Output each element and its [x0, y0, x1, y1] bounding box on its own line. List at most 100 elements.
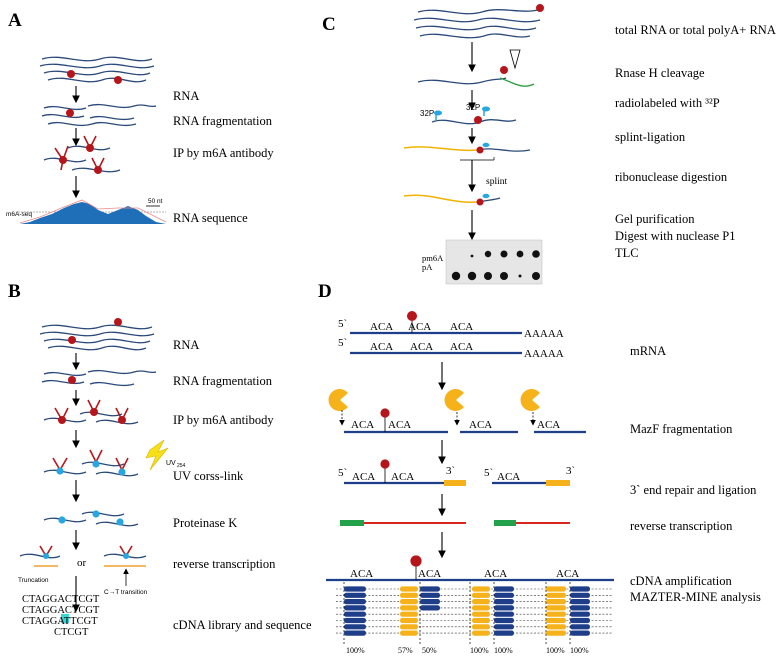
step-label: Proteinase K	[173, 516, 237, 530]
aca-label: ACA	[351, 419, 374, 431]
p32-label-a: 32P	[420, 109, 434, 118]
aca-label: ACA	[370, 321, 393, 333]
percent-labels: 100% 57% 50% 100% 100% 100% 100%	[346, 646, 589, 655]
panel-a-letter: A	[8, 10, 22, 31]
panel-c-rna-lines	[413, 4, 544, 39]
step-label: Digest with nuclease P1	[615, 229, 735, 243]
panel-b-proteinase	[43, 510, 139, 527]
step-label: total RNA or total polyA+ RNA	[615, 23, 776, 37]
panel-b-letter: B	[8, 281, 21, 302]
aca-label: ACA	[350, 568, 373, 580]
panel-b-rna-lines	[39, 318, 155, 351]
uv-bolt-icon	[145, 439, 169, 471]
seq-line: CTAGGATTCGT	[22, 616, 98, 627]
cdna-amplification: ACA ACA ACA ACA	[326, 555, 614, 582]
aca-label: ACA	[469, 419, 492, 431]
end-repair-ligation: 5` ACA ACA 3` 5` ACA 3`	[338, 459, 575, 486]
three-prime-label: 3`	[566, 465, 575, 477]
splint-label: splint	[486, 177, 507, 187]
step-label: reverse transcription	[173, 557, 276, 571]
transition-label: C→T transition	[104, 589, 148, 596]
peak-track: 50 nt m6A-seq	[6, 198, 167, 224]
percent-label: 100%	[570, 646, 589, 655]
aca-label: ACA	[450, 341, 473, 353]
tlc-plate: pm6A pA	[422, 239, 543, 285]
scale-label: 50 nt	[148, 198, 163, 205]
uv-sub: 254	[177, 463, 186, 469]
step-label: UV corss-link	[173, 469, 244, 483]
or-label: or	[77, 557, 87, 569]
polya-label: AAAAA	[524, 328, 564, 340]
tlc-pa-label: pA	[422, 262, 433, 272]
uv-label: UV	[166, 460, 176, 467]
polya-label: AAAAA	[524, 348, 564, 360]
panel-c-labeled: 32P 32P	[420, 103, 517, 125]
mazf-enzyme-icon	[444, 389, 464, 411]
panel-c-letter: C	[322, 14, 336, 35]
step-label: RNA sequence	[173, 211, 248, 225]
aca-label: ACA	[370, 341, 393, 353]
p32-label-b: 32P	[466, 103, 480, 112]
step-label: MazF fragmentation	[630, 422, 733, 436]
seq-line: CTAGGACTCGT	[22, 605, 100, 616]
panel-a: A	[6, 10, 274, 225]
percent-label: 57%	[398, 646, 413, 655]
step-label: IP by m6A antibody	[173, 146, 274, 160]
percent-label: 50%	[422, 646, 437, 655]
step-label: RNA	[173, 89, 199, 103]
aca-label: ACA	[410, 341, 433, 353]
mazf-fragmentation: ACA ACA ACA ACA	[328, 389, 586, 434]
panel-b-ip	[43, 399, 139, 425]
five-prime-label: 5`	[338, 467, 347, 479]
aca-label: ACA	[388, 419, 411, 431]
ct-highlight	[61, 614, 69, 623]
m6a-dot	[67, 70, 75, 78]
panel-c: C 32P 32P	[322, 4, 776, 285]
reverse-transcription	[340, 520, 570, 526]
step-label: Gel purification	[615, 212, 695, 226]
percent-label: 100%	[546, 646, 565, 655]
panel-b: B	[8, 281, 312, 638]
step-label: cDNA amplification	[630, 574, 732, 588]
step-label: splint-ligation	[615, 130, 686, 144]
read-pileup	[336, 582, 612, 645]
track-label: m6A-seq	[6, 211, 32, 218]
mrna-strands: 5` ACA ACA ACA AAAAA 5` ACA ACA ACA AAAA…	[338, 311, 564, 360]
five-prime-label: 5`	[338, 337, 347, 349]
three-prime-label: 3`	[446, 465, 455, 477]
panel-b-rt: or Truncation C→T transition	[18, 545, 148, 596]
aca-label: ACA	[352, 471, 375, 483]
m6a-dot	[66, 109, 74, 117]
panel-a-rna-lines	[39, 56, 155, 84]
step-label: Rnase H cleavage	[615, 66, 705, 80]
aca-label: ACA	[418, 568, 441, 580]
step-label: RNA fragmentation	[173, 114, 273, 128]
aca-label: ACA	[450, 321, 473, 333]
seq-line: CTCGT	[54, 627, 89, 638]
five-prime-label: 5`	[338, 318, 347, 330]
step-label: mRNA	[630, 344, 666, 358]
panel-c-rnaseh	[417, 49, 535, 87]
aca-label: ACA	[556, 568, 579, 580]
step-label: cDNA library and sequence	[173, 618, 312, 632]
m6a-dot	[114, 76, 122, 84]
mazf-enzyme-icon	[520, 389, 540, 411]
step-label: 3` end repair and ligation	[630, 483, 757, 497]
seq-lines: CTAGGACTCGT CTAGGACTCGT CTAGGATTCGT CTCG…	[22, 594, 100, 638]
percent-label: 100%	[494, 646, 513, 655]
panel-c-digestion	[403, 193, 501, 206]
cleavage-triangle-icon	[509, 49, 521, 70]
step-label: radiolabeled with ³²P	[615, 96, 720, 110]
five-prime-label: 5`	[484, 467, 493, 479]
panel-a-fragments	[41, 103, 157, 127]
step-label: reverse transcription	[630, 519, 733, 533]
aca-label: ACA	[537, 419, 560, 431]
step-label: IP by m6A antibody	[173, 413, 274, 427]
tlc-pm6a-label: pm6A	[422, 253, 444, 263]
panel-d-letter: D	[318, 281, 332, 302]
aca-label: ACA	[408, 321, 431, 333]
aca-label: ACA	[497, 471, 520, 483]
step-label: TLC	[615, 246, 639, 260]
panel-c-ligation: splint	[403, 142, 531, 187]
